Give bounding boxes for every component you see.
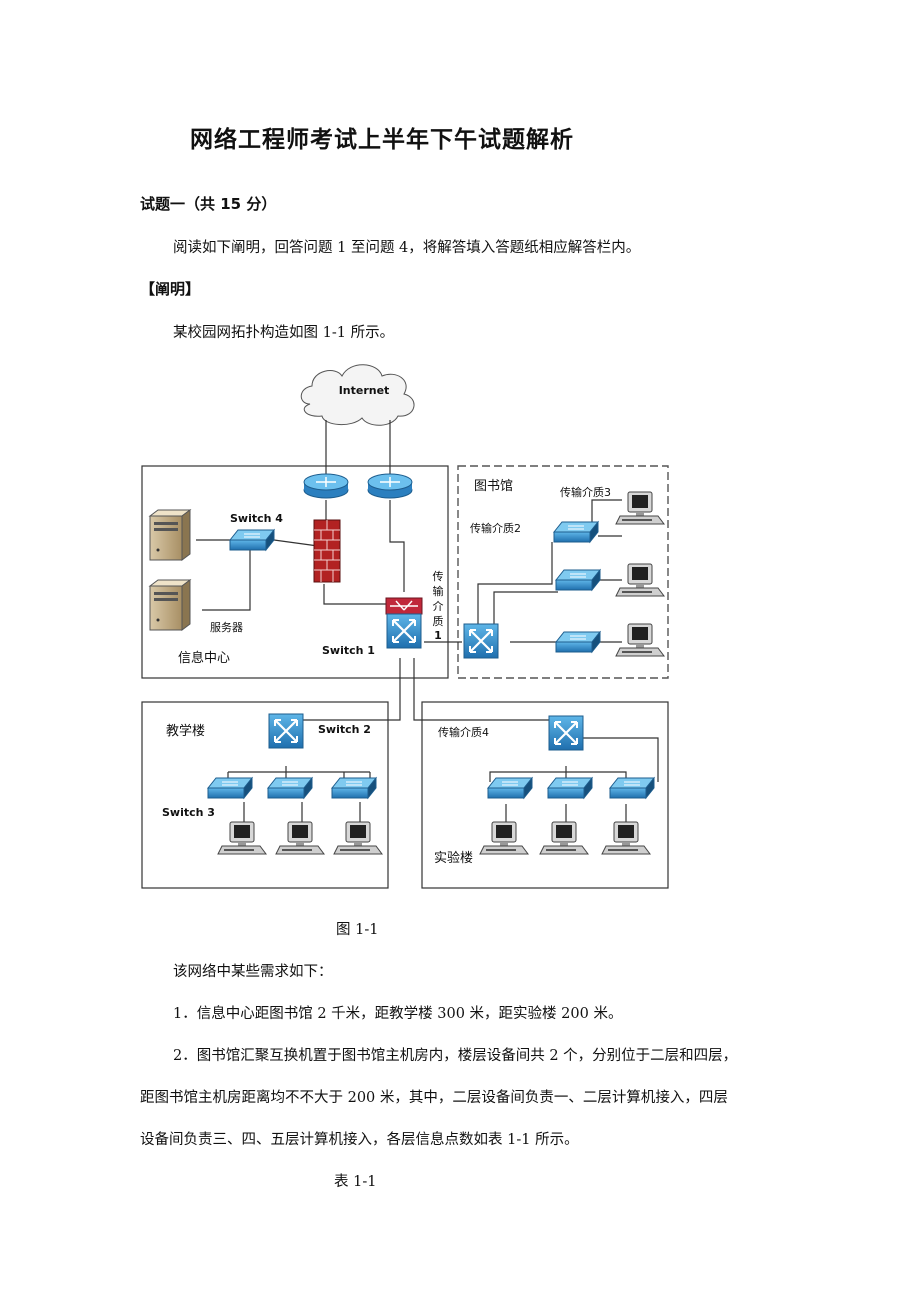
intro-text: 阅读如下阐明，回答问题 1 至问题 4，将解答填入答题纸相应解答栏内。 <box>173 240 641 256</box>
switch3-icon <box>207 777 253 799</box>
lab-building-label: 实验楼 <box>434 850 473 866</box>
switch2-icon <box>267 712 305 750</box>
svg-text:介: 介 <box>433 600 444 613</box>
teaching-building-label: 教学楼 <box>166 723 205 739</box>
computer-icon <box>539 821 589 855</box>
computer-icon <box>479 821 529 855</box>
info-center-label: 信息中心 <box>178 650 230 666</box>
access-switch-icon <box>609 777 655 799</box>
page-title: 网络工程师考试上半年下午试题解析 <box>190 127 574 153</box>
router-icon <box>303 473 349 499</box>
section-label: 【阐明】 <box>140 280 201 298</box>
computer-icon <box>333 821 383 855</box>
requirement-2-line-1: 2．图书馆汇聚互换机置于图书馆主机房内，楼层设备间共 2 个，分别位于二层和四层… <box>173 1048 738 1064</box>
library-floor-switch-icon <box>555 631 601 653</box>
lab-switch-icon <box>547 714 585 752</box>
requirements-intro: 该网络中某些需求如下： <box>173 964 333 980</box>
medium3-label: 传输介质3 <box>560 485 611 499</box>
medium1-label: 传 输 介 质 1 <box>433 570 444 642</box>
server-icon <box>149 579 191 631</box>
internet-label: Internet <box>339 384 390 397</box>
topology-sentence: 某校园网拓扑构造如图 1-1 所示。 <box>173 325 395 341</box>
svg-text:输: 输 <box>433 584 444 598</box>
access-switch-icon <box>331 777 377 799</box>
svg-text:质: 质 <box>433 615 444 628</box>
firewall-icon <box>313 519 341 583</box>
switch4-label: Switch 4 <box>230 512 283 525</box>
router-icon <box>367 473 413 499</box>
switch1-icon <box>385 597 423 650</box>
svg-text:1: 1 <box>434 629 442 642</box>
library-label: 图书馆 <box>474 479 513 494</box>
switch2-label: Switch 2 <box>318 723 371 736</box>
switch1-label: Switch 1 <box>322 644 375 657</box>
requirement-2-line-2: 距图书馆主机房距离均不不大于 200 米，其中，二层设备间负责一、二层计算机接入… <box>140 1090 728 1106</box>
library-box <box>457 465 669 679</box>
computer-icon <box>615 491 665 525</box>
table-caption: 表 1-1 <box>334 1174 377 1190</box>
library-floor-switch-icon <box>553 521 599 543</box>
question-heading: 试题一（共 15 分） <box>140 195 277 213</box>
computer-icon <box>275 821 325 855</box>
medium2-label: 传输介质2 <box>470 521 521 535</box>
medium4-label: 传输介质4 <box>438 725 489 739</box>
switch3-label: Switch 3 <box>162 806 215 819</box>
info-center-box <box>141 465 449 679</box>
figure-caption: 图 1-1 <box>336 922 379 938</box>
computer-icon <box>615 563 665 597</box>
computer-icon <box>615 623 665 657</box>
svg-text:传: 传 <box>433 570 444 583</box>
library-floor-switch-icon <box>555 569 601 591</box>
server-label: 服务器 <box>210 621 243 634</box>
requirement-2-line-3: 设备间负责三、四、五层计算机接入，各层信息点数如表 1-1 所示。 <box>140 1132 579 1148</box>
server-icon <box>149 509 191 561</box>
internet-cloud <box>300 364 415 426</box>
library-switch-icon <box>462 622 500 660</box>
lab-building-box <box>421 701 669 889</box>
access-switch-icon <box>547 777 593 799</box>
links <box>196 420 659 824</box>
computer-icon <box>217 821 267 855</box>
computer-icon <box>601 821 651 855</box>
requirement-1: 1．信息中心距图书馆 2 千米，距教学楼 300 米，距实验楼 200 米。 <box>173 1006 623 1022</box>
access-switch-icon <box>267 777 313 799</box>
teaching-building-box <box>141 701 389 889</box>
switch4-icon <box>229 529 275 551</box>
network-topology-diagram: Internet <box>141 364 669 889</box>
access-switch-icon <box>487 777 533 799</box>
